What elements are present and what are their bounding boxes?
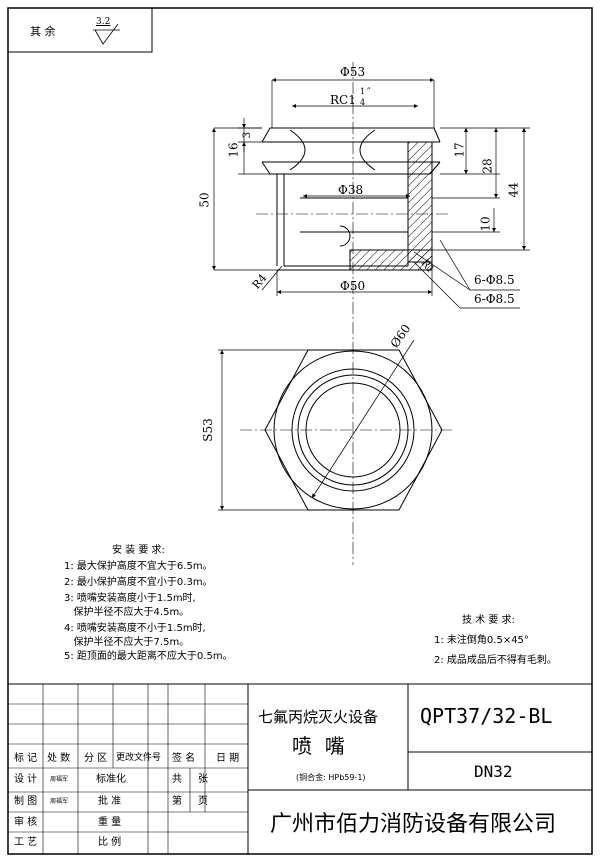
roughness-value: 3.2	[96, 17, 111, 27]
tech-line: 1: 未注倒角0.5×45°	[434, 635, 529, 646]
corner-label: 其 余	[30, 25, 56, 38]
dim-thread: RC1	[330, 93, 356, 107]
hdr-date: 日 期	[216, 753, 240, 764]
dim-flats: S53	[200, 418, 215, 442]
dim-3: 3	[242, 131, 254, 139]
row-draw: 制 图	[14, 796, 38, 807]
install-line: 2: 最小保护高度不宜小于0.3m。	[64, 577, 213, 588]
dim-thread-suffix: ″	[367, 87, 371, 98]
dim-28: 28	[480, 158, 495, 174]
dim-thread-den: 4	[360, 98, 366, 107]
install-line: 1: 最大保护高度不宜大于6.5m。	[64, 561, 213, 572]
plan-dimensions	[218, 339, 415, 511]
row-weight: 重 量	[98, 817, 122, 828]
dim-holes-1: 6-Φ8.5	[474, 273, 515, 287]
size: DN32	[474, 762, 513, 781]
install-title: 安 装 要 求:	[112, 545, 165, 556]
corner-box	[7, 7, 153, 53]
tech-line: 2: 成品成品后不得有毛刺。	[434, 655, 557, 666]
page-unit: 页	[198, 796, 208, 807]
sheets-label: 张	[198, 774, 208, 785]
title-block-grid	[8, 683, 592, 854]
drafter-name: 周福军	[50, 798, 69, 805]
dim-thread-num: 1	[360, 87, 366, 96]
roughness-symbol	[93, 23, 120, 45]
page-label: 第	[172, 796, 182, 807]
hdr-doc: 更改文件号	[116, 753, 162, 763]
dim-17: 17	[452, 142, 467, 158]
company-name: 广州市佰力消防设备有限公司	[270, 812, 557, 837]
hdr-count: 处 数	[47, 753, 71, 764]
install-line: 保护半径不应大于4.5m。	[64, 607, 190, 618]
tech-title: 技 术 要 求:	[462, 615, 515, 626]
center-lines	[240, 62, 455, 565]
dim-bore: Φ38	[338, 183, 364, 197]
install-line: 4: 喷嘴安装高度不小于1.5m时,	[64, 623, 206, 634]
dim-16: 16	[226, 142, 241, 158]
install-line: 保护半径不应大于7.5m。	[64, 637, 190, 648]
row-std: 标准化	[96, 774, 126, 785]
product-name: 七氟丙烷灭火设备	[258, 708, 379, 726]
part-code: QPT37/32-BL	[420, 704, 553, 728]
row-check: 审 核	[14, 817, 38, 828]
dim-44: 44	[506, 182, 521, 198]
dim-holes-2: 6-Φ8.5	[474, 292, 515, 306]
hdr-sign: 签 名	[172, 753, 196, 764]
row-approve: 批 准	[98, 796, 122, 807]
install-line: 3: 喷嘴安装高度小于1.5m时,	[64, 593, 196, 604]
dim-top-width: Φ53	[340, 65, 366, 79]
dim-50: 50	[197, 192, 212, 208]
material: (铜合金: HPb59-1)	[296, 773, 366, 782]
hdr-mark: 标 记	[14, 753, 38, 764]
row-scale: 比 例	[98, 837, 122, 848]
outer-border	[7, 7, 593, 855]
designer-name: 周福军	[50, 776, 69, 783]
dimension-lines	[211, 77, 530, 309]
total-label: 共	[172, 774, 182, 785]
row-process: 工 艺	[14, 837, 38, 848]
install-line: 5: 距顶面的最大距离不应大于0.5m。	[64, 651, 233, 662]
hdr-zone: 分 区	[84, 753, 108, 764]
row-design: 设 计	[14, 774, 38, 785]
dim-bottom-width: Φ50	[340, 279, 366, 293]
hatch-upper	[407, 141, 433, 263]
part-name: 喷 嘴	[292, 734, 345, 758]
dim-10: 10	[478, 216, 493, 232]
